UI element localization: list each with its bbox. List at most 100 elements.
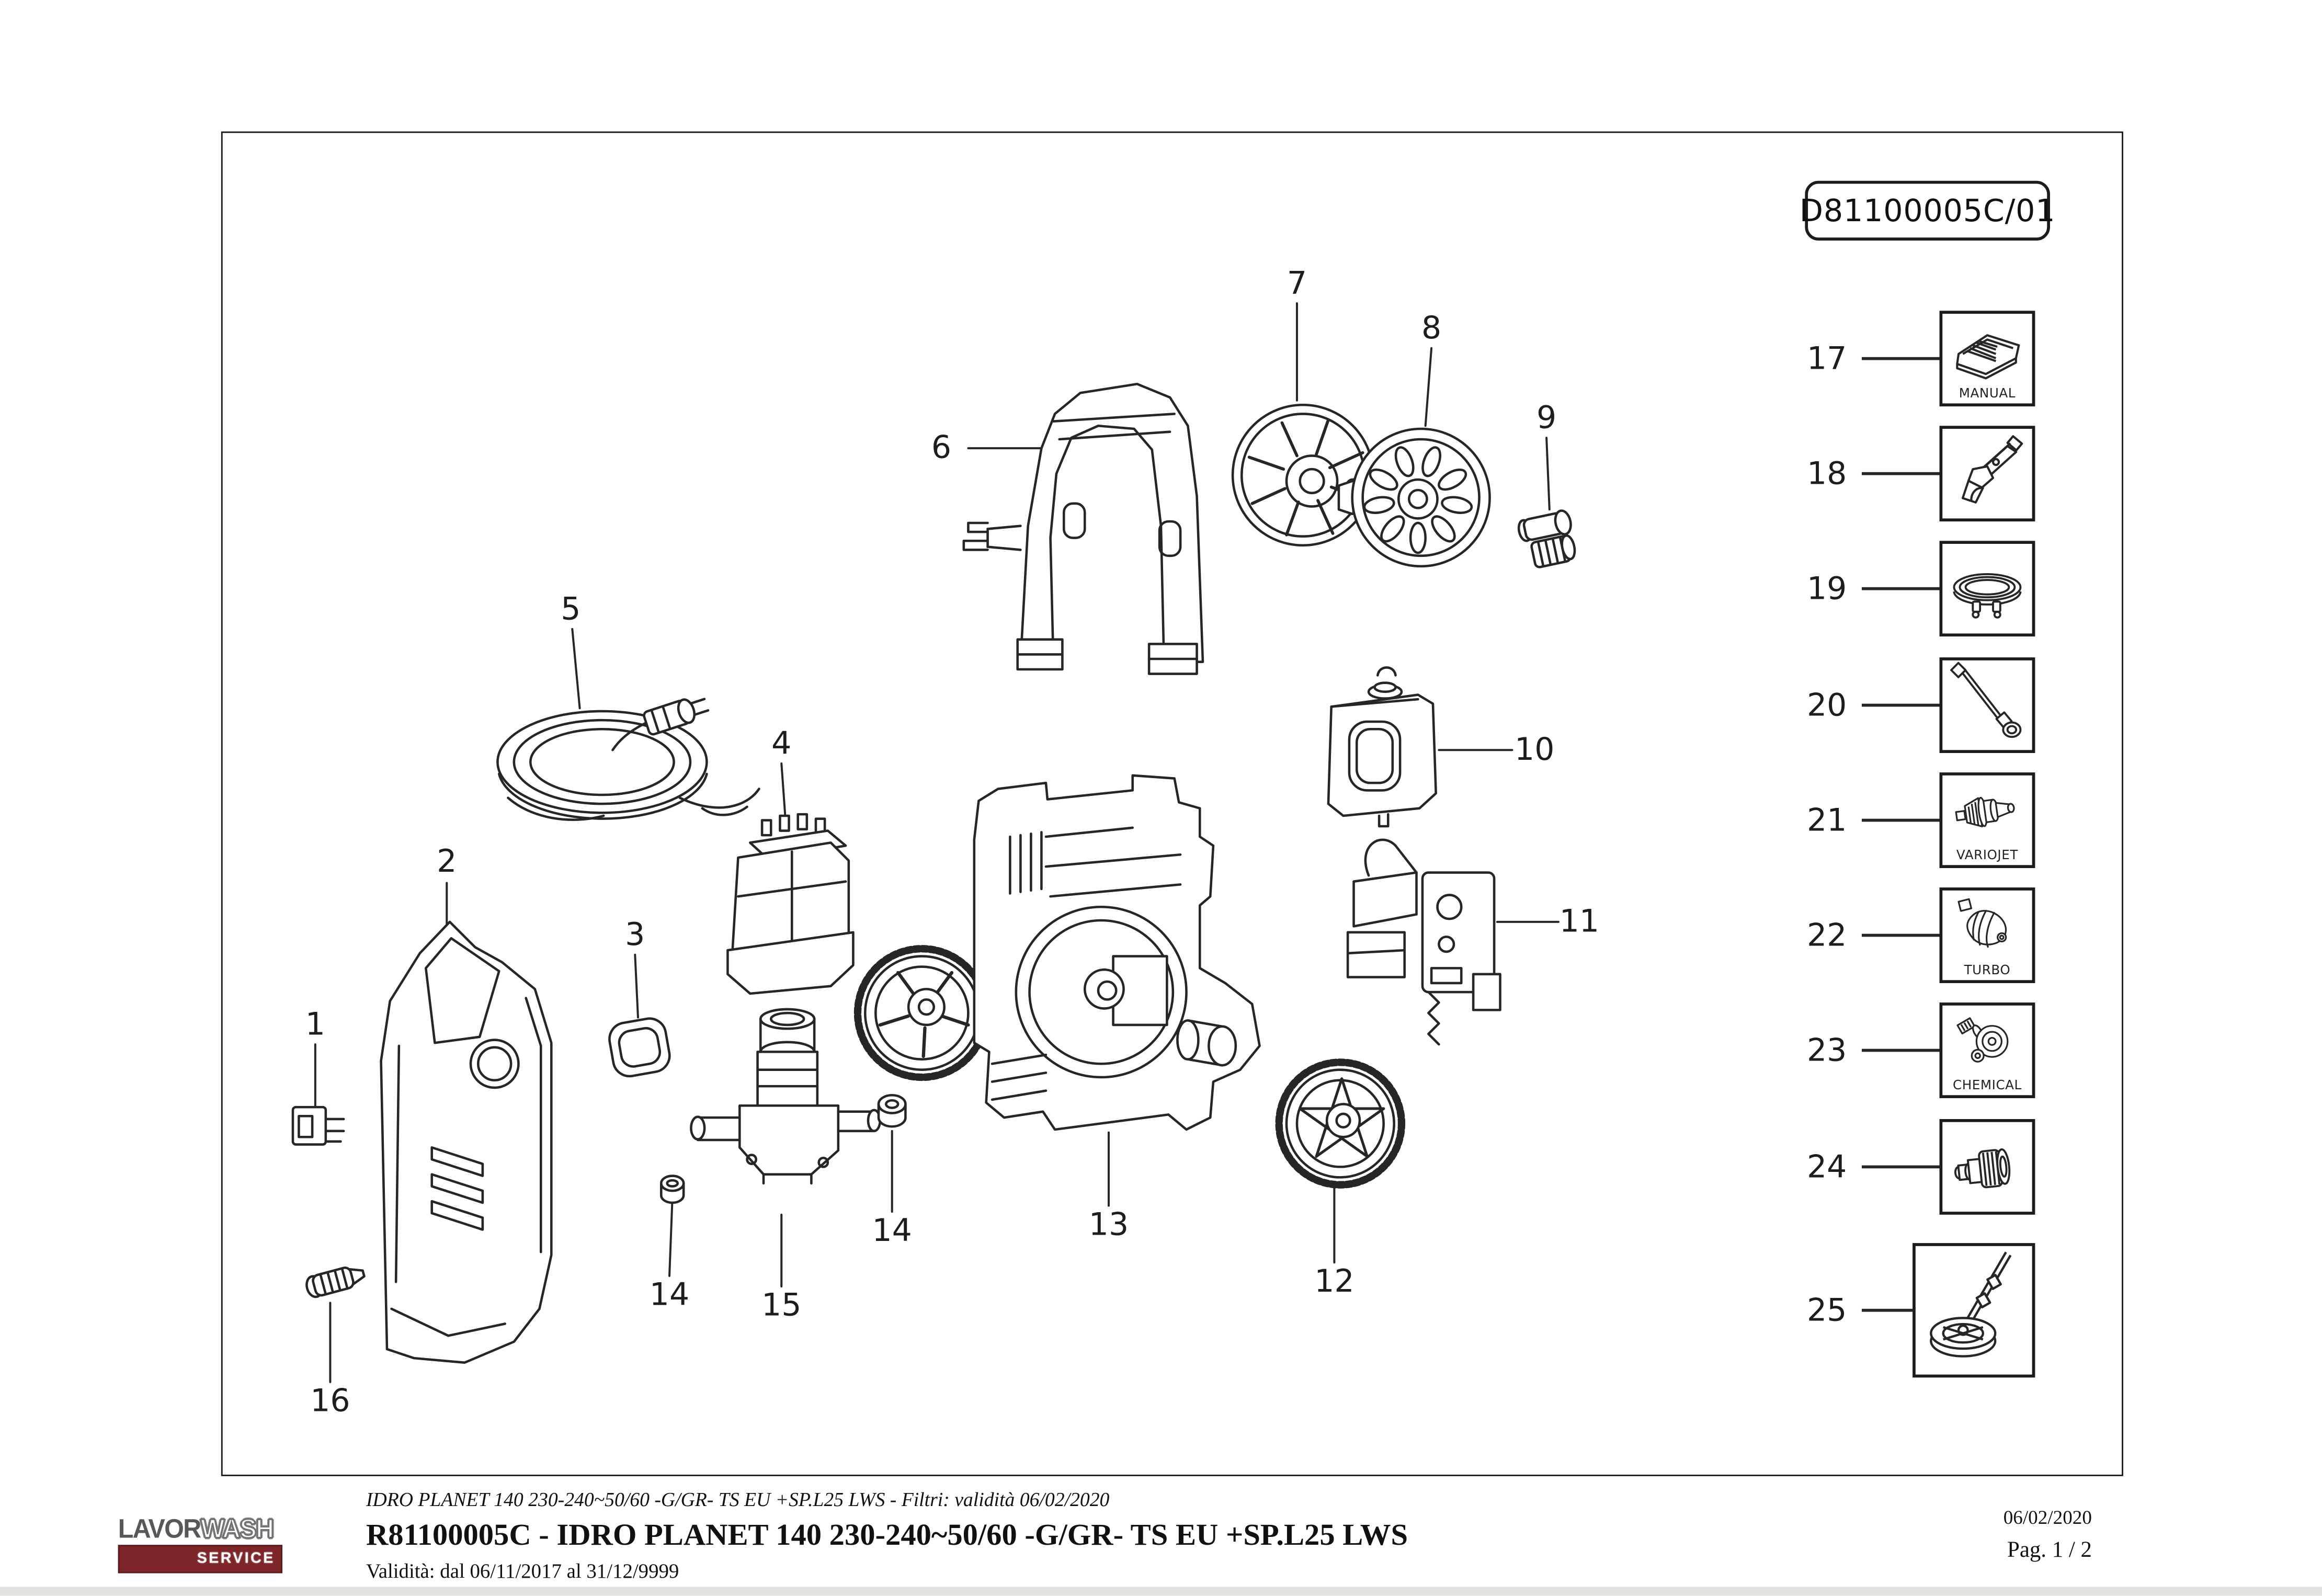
part-14-bushing-b (659, 1175, 685, 1204)
footer-text-block: IDRO PLANET 140 230-240~50/60 -G/GR- TS … (366, 1488, 1408, 1584)
accessory-number: 25 (1806, 1292, 1847, 1328)
accessory-number: 20 (1806, 687, 1847, 723)
part-8-reel-disc (1337, 427, 1491, 568)
accessory-leader-line (1861, 357, 1940, 360)
callout-number: 14 (872, 1212, 912, 1249)
accessory-number: 21 (1806, 802, 1847, 838)
part-13-chassis (973, 774, 1261, 1131)
accessory-thumbnail-box: TURBO (1939, 887, 2035, 983)
accessory-row-18: 18 (1787, 426, 2035, 522)
part-10-detergent-tank (1327, 666, 1437, 828)
hose-coil-icon (1953, 573, 2022, 619)
accessory-number: 24 (1806, 1149, 1847, 1185)
part-3-gasket (608, 1017, 671, 1078)
callout-number: 15 (761, 1287, 802, 1323)
accessory-leader-line (1861, 1165, 1940, 1169)
callout-number: 4 (771, 725, 792, 761)
drawing-code: D81100005C/01 (1799, 192, 2056, 229)
accessory-thumbnail-box (1939, 541, 2035, 637)
lance-icon (1950, 662, 2022, 738)
chemical-nozzle-icon (1956, 1017, 2009, 1063)
footer-filter-line: IDRO PLANET 140 230-240~50/60 -G/GR- TS … (366, 1488, 1110, 1511)
hose-adapter-icon (1954, 1148, 2011, 1189)
part-2-body-panel (380, 920, 553, 1364)
part-11-bracket (1346, 838, 1501, 1046)
logo-brand-bold: LAVOR (118, 1514, 202, 1544)
accessory-thumbnail-box: VARIOJET (1939, 772, 2035, 868)
accessory-thumbnail-box (1939, 426, 2035, 522)
accessory-number: 22 (1806, 917, 1847, 953)
accessory-number: 18 (1806, 455, 1847, 492)
page-bottom-edge (0, 1587, 2322, 1596)
patio-cleaner-icon (1930, 1251, 2012, 1358)
accessory-leader-line (1861, 933, 1940, 937)
accessory-row-24: 24 (1787, 1119, 2035, 1215)
logo-service-banner: SERVICE (118, 1545, 282, 1574)
footer-page-number: Pag. 1 / 2 (2007, 1538, 2092, 1563)
accessory-leader-line (1861, 587, 1940, 590)
callout-number: 13 (1088, 1206, 1129, 1242)
accessory-label: MANUAL (1959, 386, 2016, 402)
part-1-switch (291, 1105, 345, 1146)
callout-number: 12 (1314, 1263, 1354, 1299)
accessory-label: CHEMICAL (1953, 1078, 2022, 1094)
part-5-power-cable (496, 698, 760, 821)
accessory-leader-line (1861, 1308, 1913, 1312)
callout-number: 3 (625, 916, 645, 953)
manual-icon (1956, 334, 2020, 380)
accessory-row-22: 22 TURBO (1787, 887, 2035, 983)
callout-number: 5 (561, 590, 581, 627)
footer-validity: Validità: dal 06/11/2017 al 31/12/9999 (366, 1559, 679, 1582)
callout-number: 8 (1421, 310, 1442, 346)
part-16-screw (305, 1267, 366, 1298)
accessory-number: 17 (1806, 340, 1847, 377)
accessory-leader-line (1861, 472, 1940, 475)
part-9-coupling (1517, 509, 1576, 568)
callout-number: 7 (1287, 265, 1307, 301)
accessory-leader-line (1861, 703, 1940, 707)
accessory-number: 19 (1806, 571, 1847, 607)
callout-number: 6 (931, 429, 952, 465)
accessory-thumbnail-box (1939, 1119, 2035, 1215)
footer-date: 06/02/2020 (2003, 1506, 2092, 1529)
variojet-nozzle-icon (1955, 796, 2015, 828)
accessory-thumbnail-box: MANUAL (1939, 311, 2035, 407)
turbo-nozzle-icon (1957, 898, 2007, 948)
accessory-thumbnail-box (1913, 1243, 2035, 1378)
accessory-label: TURBO (1964, 963, 2011, 979)
callout-number: 1 (305, 1006, 325, 1042)
part-front-wheel (853, 945, 990, 1081)
part-6-handle (962, 382, 1204, 675)
callout-number: 11 (1559, 903, 1600, 939)
part-12-wheel (1275, 1058, 1406, 1189)
accessory-number: 23 (1806, 1032, 1847, 1068)
footer-title: R81100005C - IDRO PLANET 140 230-240~50/… (366, 1519, 1408, 1553)
accessory-row-19: 19 (1787, 541, 2035, 637)
callout-number: 10 (1515, 731, 1555, 768)
accessory-row-17: 17 MANUAL (1787, 311, 2035, 407)
part-14-bushing-a (877, 1093, 907, 1128)
part-4-motor-cover (726, 813, 855, 995)
callout-number: 14 (649, 1276, 690, 1313)
part-15-pump-unit (690, 1008, 882, 1185)
accessory-thumbnail-box: CHEMICAL (1939, 1002, 2035, 1098)
callout-number: 2 (437, 843, 457, 880)
callout-number: 16 (310, 1383, 350, 1419)
accessory-label: VARIOJET (1956, 848, 2018, 864)
logo-brand-outline: WASH (200, 1514, 275, 1544)
accessory-leader-line (1861, 818, 1940, 822)
accessory-leader-line (1861, 1048, 1940, 1052)
spray-gun-icon (1961, 435, 2023, 504)
accessory-thumbnail-box (1939, 657, 2035, 753)
callout-number: 9 (1536, 400, 1557, 436)
accessory-row-21: 21 VARIOJET (1787, 772, 2035, 868)
logo-service-text: SERVICE (197, 1551, 275, 1568)
accessory-row-23: 23 CHEMICAL (1787, 1002, 2035, 1098)
accessory-row-25: 25 (1787, 1243, 2035, 1378)
accessory-row-20: 20 (1787, 657, 2035, 753)
